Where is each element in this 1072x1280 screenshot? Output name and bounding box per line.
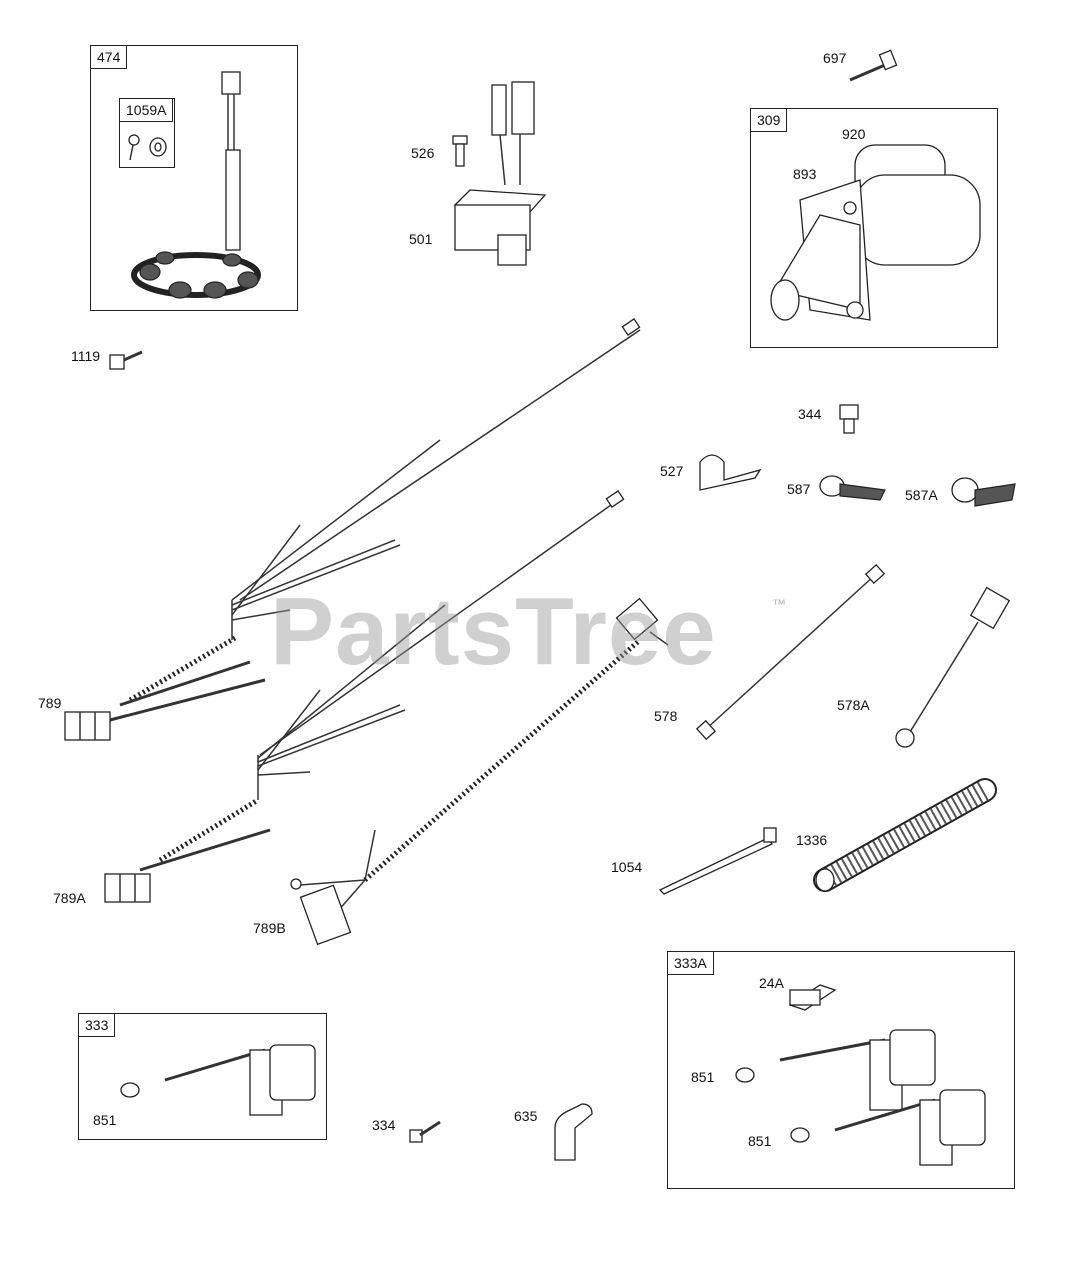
- ignition-coil-333-part[interactable]: [120, 1044, 316, 1116]
- bolt-697-part[interactable]: [849, 49, 898, 82]
- cable-tie-part[interactable]: [658, 827, 777, 895]
- callout-24A[interactable]: 24A: [759, 975, 784, 991]
- callout-1119[interactable]: 1119: [71, 348, 101, 364]
- trademark-symbol: ™: [772, 596, 786, 612]
- callout-344[interactable]: 344: [798, 406, 822, 422]
- screw-526-part[interactable]: [452, 135, 468, 167]
- callout-587A[interactable]: 587A: [905, 487, 938, 503]
- callout-501[interactable]: 501: [409, 231, 433, 247]
- conduit-part[interactable]: [813, 778, 997, 892]
- callout-587[interactable]: 587: [787, 481, 811, 497]
- clip-587A-part[interactable]: [951, 477, 1016, 507]
- callout-920[interactable]: 920: [842, 126, 866, 142]
- regulator-part[interactable]: [453, 81, 547, 266]
- callout-893[interactable]: 893: [793, 166, 817, 182]
- clip-527-part[interactable]: [699, 454, 762, 491]
- callout-578A[interactable]: 578A: [837, 697, 870, 713]
- box-474: 474: [90, 45, 298, 311]
- ignition-coil-333A-part[interactable]: [735, 1029, 986, 1166]
- starter-part[interactable]: [770, 144, 981, 321]
- callout-526[interactable]: 526: [411, 145, 435, 161]
- callout-851-box333A-upper[interactable]: 851: [691, 1069, 715, 1085]
- callout-527[interactable]: 527: [660, 463, 684, 479]
- callout-334[interactable]: 334: [372, 1117, 396, 1133]
- harness-789A-part[interactable]: [104, 490, 625, 903]
- callout-1054[interactable]: 1054: [611, 859, 643, 875]
- callout-851-box333A-lower[interactable]: 851: [748, 1133, 772, 1149]
- box-309-label[interactable]: 309: [751, 109, 788, 132]
- callout-789A[interactable]: 789A: [53, 890, 86, 906]
- callout-789B[interactable]: 789B: [253, 920, 286, 936]
- box-333A-label[interactable]: 333A: [668, 952, 714, 975]
- harness-789-part[interactable]: [64, 318, 641, 741]
- box-333: 333: [78, 1013, 327, 1140]
- spark-boot-part[interactable]: [554, 1103, 593, 1161]
- box-1059A-label[interactable]: 1059A: [120, 99, 174, 122]
- callout-697[interactable]: 697: [823, 50, 847, 66]
- clip-587-part[interactable]: [819, 475, 886, 501]
- callout-1336[interactable]: 1336: [796, 832, 828, 848]
- watermark: PartsTree: [270, 578, 717, 685]
- pad-24A-part[interactable]: [788, 984, 837, 1011]
- stator-part[interactable]: [131, 71, 261, 299]
- box-1059A: 1059A: [119, 98, 175, 168]
- screw-washer-part[interactable]: [128, 134, 167, 161]
- wire-578-part[interactable]: [695, 563, 886, 741]
- harness-789B-part[interactable]: [290, 597, 669, 946]
- box-309: 309: [750, 108, 998, 348]
- box-474-label[interactable]: 474: [91, 46, 128, 69]
- box-333-label[interactable]: 333: [79, 1014, 116, 1037]
- box-333A: 333A: [667, 951, 1015, 1189]
- callout-578[interactable]: 578: [654, 708, 678, 724]
- callout-635[interactable]: 635: [514, 1108, 538, 1124]
- callout-789[interactable]: 789: [38, 695, 62, 711]
- screw-334-part[interactable]: [409, 1120, 441, 1143]
- bolt-344-part[interactable]: [839, 404, 859, 434]
- wire-578A-part[interactable]: [895, 586, 1011, 748]
- bolt-1119-part[interactable]: [109, 350, 143, 370]
- callout-851-box333[interactable]: 851: [93, 1112, 117, 1128]
